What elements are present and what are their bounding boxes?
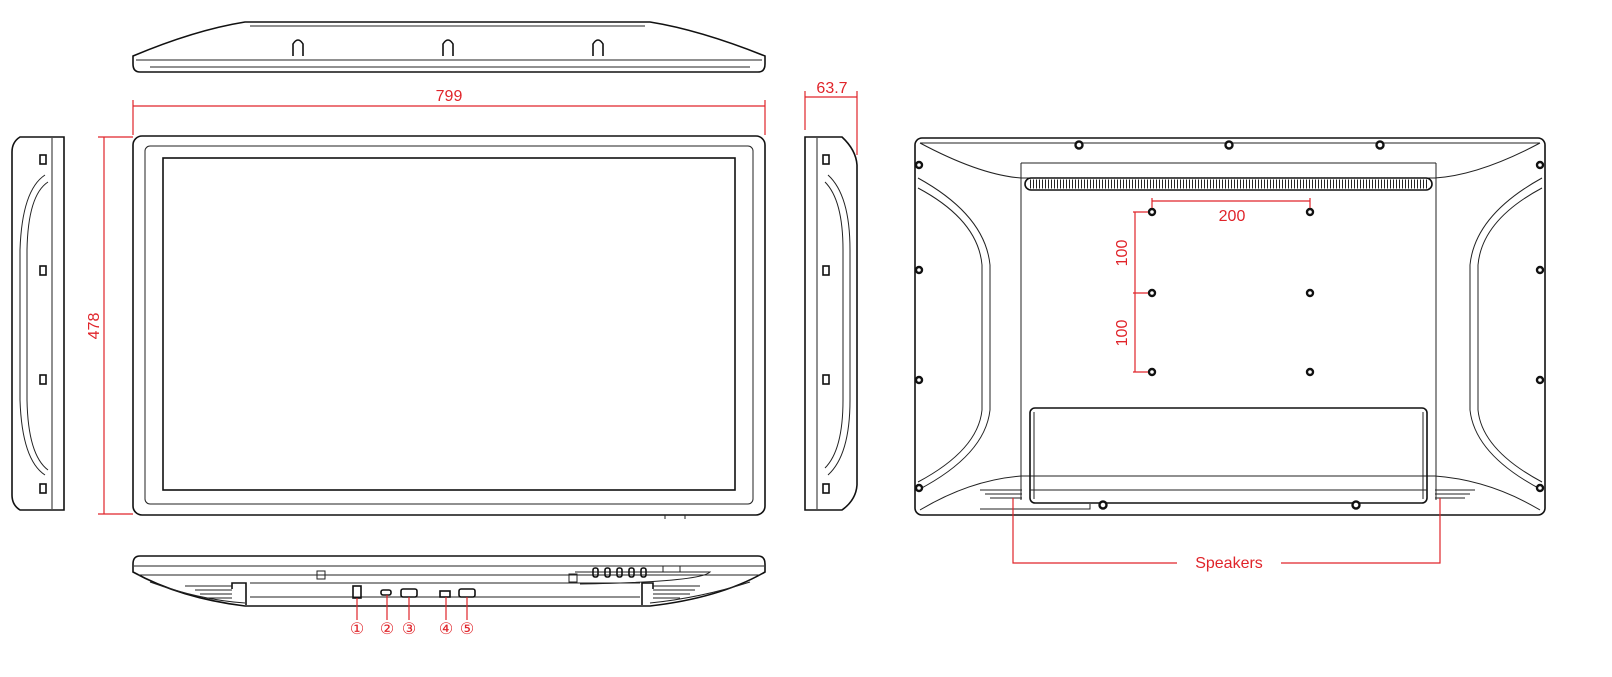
depth-label: 63.7 — [816, 80, 847, 97]
vesa-dimensions: 200 100 100 — [1114, 198, 1311, 373]
height-dimension: 478 — [86, 136, 133, 515]
height-label: 478 — [86, 313, 103, 340]
speakers-label: Speakers — [1195, 555, 1263, 572]
left-side-view — [11, 136, 65, 511]
width-dimension: 799 — [132, 88, 766, 135]
back-view — [914, 137, 1546, 516]
port-callout-3: ③ — [402, 621, 416, 638]
screw-holes — [914, 140, 1545, 510]
usb-c-port — [380, 589, 392, 596]
port-callout-5: ⑤ — [460, 621, 474, 638]
vesa-horizontal-label: 200 — [1219, 208, 1246, 225]
vesa-mount-holes — [1147, 207, 1315, 377]
right-side-view — [804, 136, 858, 511]
depth-dimension: 63.7 — [804, 80, 858, 155]
speakers-callout: Speakers — [1012, 498, 1441, 572]
usb-port — [439, 590, 451, 598]
width-label: 799 — [436, 88, 463, 105]
port-callout-4: ④ — [439, 621, 453, 638]
front-view — [132, 135, 766, 519]
port-callout-1: ① — [350, 621, 364, 638]
dc-power-port — [352, 585, 362, 599]
bottom-view: ① ② ③ ④ ⑤ — [132, 555, 766, 638]
vga-port-2 — [458, 588, 476, 598]
vga-port-1 — [400, 588, 418, 598]
port-callout-2: ② — [380, 621, 394, 638]
top-view — [132, 21, 766, 73]
vesa-vertical-lower-label: 100 — [1114, 320, 1131, 347]
vesa-vertical-upper-label: 100 — [1114, 240, 1131, 267]
